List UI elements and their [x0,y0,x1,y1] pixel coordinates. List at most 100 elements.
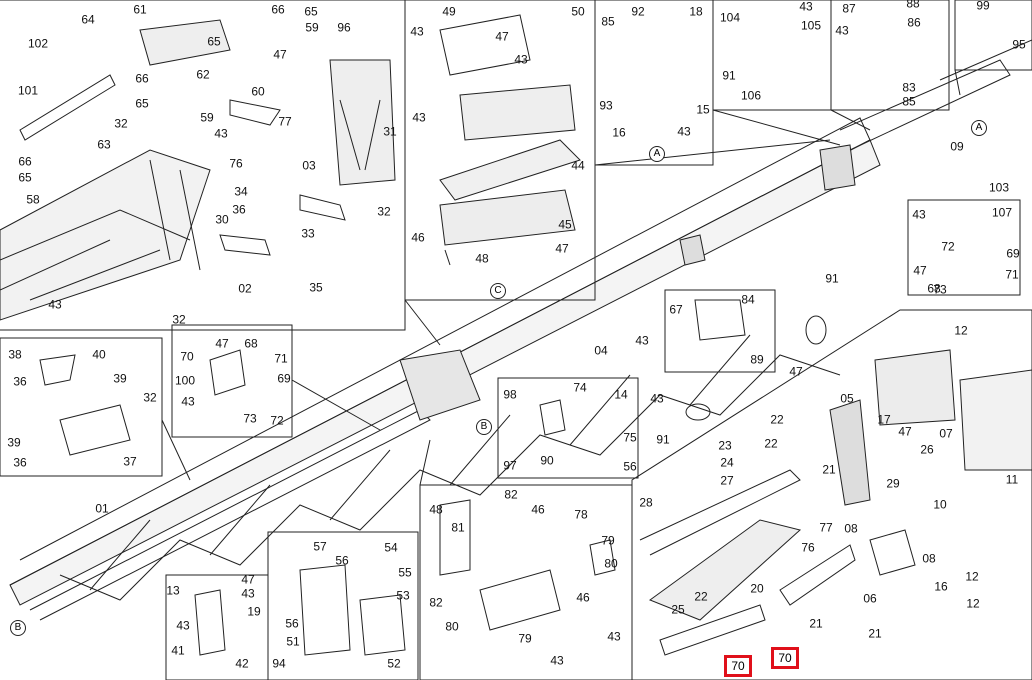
part-callout: 102 [27,36,49,51]
part-callout: 99 [976,0,990,13]
part-callout: 90 [540,453,554,468]
part-callout: 43 [677,124,691,139]
part-callout: 02 [238,281,252,296]
part-callout: 18 [689,4,703,19]
highlighted-part-callout[interactable]: 70 [724,655,752,677]
part-callout: 83 [902,80,916,95]
part-callout: 36 [13,374,27,389]
part-callout: 56 [335,553,349,568]
part-callout: 54 [384,540,398,555]
part-callout: 27 [720,473,734,488]
part-callout: 43 [181,394,195,409]
part-callout: 96 [337,20,351,35]
part-callout: 70 [180,349,194,364]
part-callout: 39 [7,435,21,450]
part-callout: 59 [305,20,319,35]
part-callout: 107 [991,205,1013,220]
left-frame-assembly [0,19,396,321]
part-callout: 74 [573,380,587,395]
drawbar-parts [439,14,581,266]
part-callout: 22 [694,589,708,604]
part-callout: 78 [574,507,588,522]
part-callout: 89 [750,352,764,367]
part-callout: 43 [241,586,255,601]
part-callout: 46 [411,230,425,245]
part-callout: 26 [920,442,934,457]
part-callout: 12 [966,596,980,611]
part-callout: 92 [631,4,645,19]
part-callout: 87 [842,1,856,16]
part-callout: 97 [503,458,517,473]
part-callout: 76 [801,540,815,555]
part-callout: 09 [950,139,964,154]
part-callout: 15 [696,102,710,117]
part-callout: 32 [114,116,128,131]
part-callout: 91 [722,68,736,83]
part-callout: 71 [274,351,288,366]
part-callout: 100 [174,373,196,388]
part-callout: 12 [954,323,968,338]
small-parts [39,299,827,656]
part-callout: 17 [877,412,891,427]
part-callout: 37 [123,454,137,469]
part-callout: 22 [764,436,778,451]
highlighted-part-callout[interactable]: 70 [771,647,799,669]
part-callout: 63 [97,137,111,152]
part-callout: 72 [941,239,955,254]
part-callout: 61 [133,2,147,17]
part-callout: 20 [750,581,764,596]
part-callout: 21 [868,626,882,641]
part-callout: 11 [1005,472,1019,487]
part-callout: 82 [504,487,518,502]
reference-mark: B [10,620,26,636]
part-callout: 51 [286,634,300,649]
part-callout: 71 [1005,267,1019,282]
main-boom [9,39,1032,621]
part-callout: 60 [251,84,265,99]
part-callout: 46 [576,590,590,605]
part-callout: 65 [207,34,221,49]
part-callout: 23 [718,438,732,453]
part-callout: 24 [720,455,734,470]
part-callout: 58 [26,192,40,207]
part-callout: 64 [81,12,95,27]
part-callout: 08 [922,551,936,566]
part-callout: 34 [234,184,248,199]
part-callout: 94 [272,656,286,671]
part-callout: 59 [200,110,214,125]
part-callout: 12 [965,569,979,584]
part-callout: 55 [398,565,412,580]
part-callout: 56 [623,459,637,474]
part-callout: 43 [607,629,621,644]
part-callout: 79 [518,631,532,646]
part-callout: 73 [933,282,947,297]
part-callout: 68 [244,336,258,351]
part-callout: 43 [48,297,62,312]
part-callout: 67 [669,302,683,317]
reference-mark: A [971,120,987,136]
part-callout: 40 [92,347,106,362]
part-callout: 77 [819,520,833,535]
part-callout: 43 [650,391,664,406]
part-callout: 06 [863,591,877,606]
part-callout: 77 [278,114,292,129]
part-callout: 43 [635,333,649,348]
part-callout: 95 [1012,37,1026,52]
part-callout: 98 [503,387,517,402]
part-callout: 47 [215,336,229,351]
part-callout: 66 [135,71,149,86]
part-callout: 62 [196,67,210,82]
part-callout: 81 [451,520,465,535]
part-callout: 32 [172,312,186,327]
part-callout: 39 [113,371,127,386]
part-callout: 16 [934,579,948,594]
part-callout: 43 [410,24,424,39]
part-callout: 57 [313,539,327,554]
part-callout: 21 [822,462,836,477]
part-callout: 49 [442,4,456,19]
part-callout: 19 [247,604,261,619]
part-callout: 07 [939,426,953,441]
part-callout: 48 [475,251,489,266]
part-callout: 69 [1006,246,1020,261]
